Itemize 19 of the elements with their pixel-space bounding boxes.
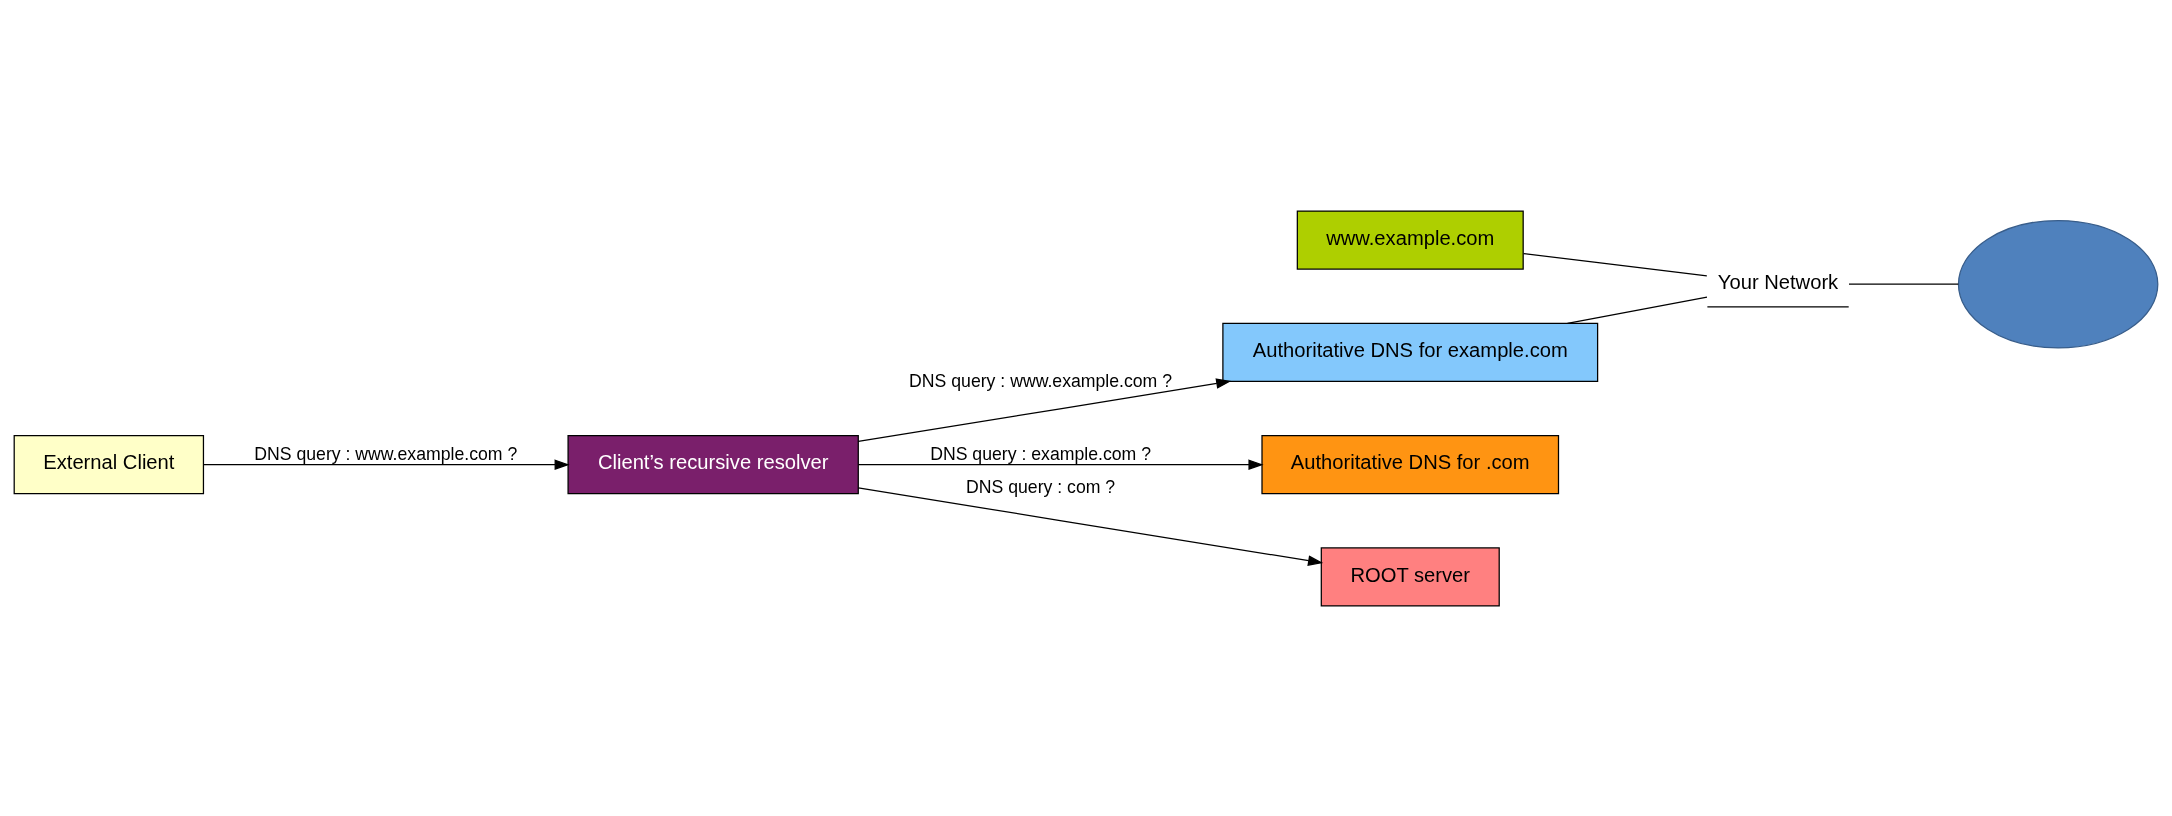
connector <box>1522 252 1708 276</box>
node-box: Authoritative DNS for example.com <box>1222 322 1599 382</box>
edge-label: DNS query : com ? <box>966 476 1116 497</box>
edge-label: DNS query : example.com ? <box>930 443 1151 464</box>
node-box: ROOT server <box>1320 546 1500 607</box>
arrow <box>857 486 1324 566</box>
connector <box>1566 296 1708 324</box>
node-text: Your Network <box>1717 270 1839 293</box>
node-cloud <box>1957 219 2159 349</box>
arrow <box>857 458 1264 470</box>
edge-label: DNS query : www.example.com ? <box>909 370 1173 391</box>
edge-label: DNS query : www.example.com ? <box>254 443 518 464</box>
node-box: www.example.com <box>1296 209 1524 270</box>
node-box: External Client <box>13 434 205 494</box>
arrow <box>202 458 570 470</box>
node-box: Authoritative DNS for .com <box>1261 434 1560 494</box>
arrow <box>857 377 1232 442</box>
node-box: Client’s recursive resolver <box>567 434 859 494</box>
connector <box>1848 283 1959 285</box>
